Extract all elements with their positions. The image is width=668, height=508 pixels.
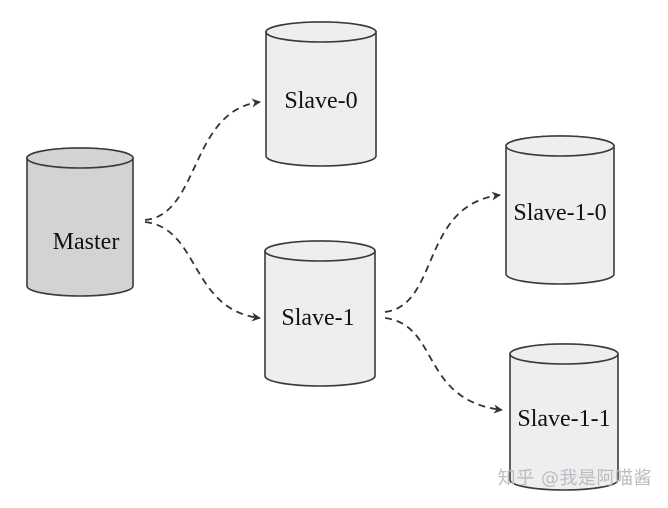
edge-slave-1-slave-1-1 [384,317,503,414]
edge-master-slave-1 [144,221,261,322]
slave-0-label: Slave-0 [284,88,357,114]
master-node: Master [26,147,134,297]
watermark: 知乎 @我是阿喵酱 [497,468,652,489]
master-cylinder-body [26,147,134,297]
slave-1-0-label: Slave-1-0 [513,200,606,226]
edge-master-slave-0 [144,98,261,221]
slave-1-node: Slave-1 [264,240,376,387]
edge-slave-1-slave-1-0 [384,191,501,313]
slave-0-node: Slave-0 [265,21,377,167]
slave-1-0-node: Slave-1-0 [505,135,615,285]
slave-1-0-cylinder-top [505,135,615,157]
slave-1-label: Slave-1 [281,305,354,331]
slave-0-cylinder-top [265,21,377,43]
slave-1-1-node: Slave-1-1 [509,343,619,491]
master-cylinder-top [26,147,134,169]
slave-1-1-cylinder-top [509,343,619,365]
slave-1-1-label: Slave-1-1 [517,406,610,432]
edges [144,98,503,414]
slave-1-cylinder-top [264,240,376,262]
master-label: Master [53,229,120,255]
